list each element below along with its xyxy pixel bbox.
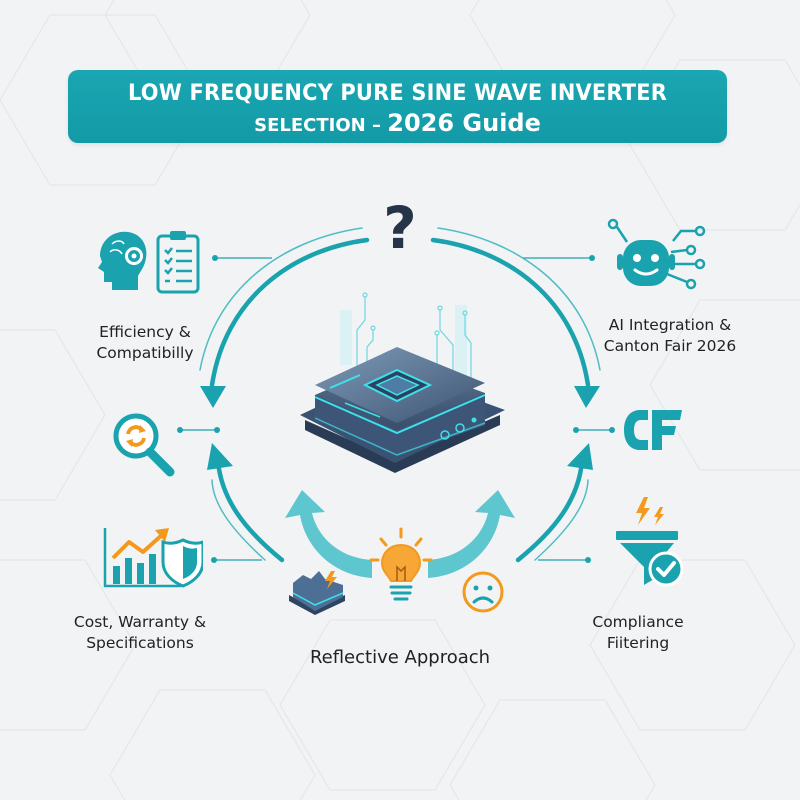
arrowhead-down-left [200, 386, 226, 408]
label-line: Compliance [592, 613, 684, 631]
inverter-device-icon [300, 292, 505, 473]
lightning-icon [636, 497, 664, 525]
node-label-ai: AI Integration & Canton Fair 2026 [590, 315, 750, 357]
head-gear-icon [98, 231, 147, 290]
arc-top-left [209, 237, 370, 388]
title-banner: LOW FREQUENCY PURE SINE WAVE INVERTER SE… [68, 70, 727, 143]
cf-logo-icon [624, 410, 682, 450]
robot-icon [607, 218, 706, 290]
node-label-cost: Cost, Warranty & Specifications [60, 612, 220, 654]
arrowhead-down-right [574, 386, 600, 408]
label-line: Compatibilly [96, 344, 194, 362]
label-line: Efficiency & [99, 323, 191, 341]
label-line: Canton Fair 2026 [603, 337, 737, 355]
title-line-2-suffix: 2026 Guide [387, 109, 541, 137]
checklist-icon [156, 231, 200, 294]
node-label-compliance: Compliance Fiitering [578, 612, 698, 654]
sad-face-icon [462, 571, 504, 613]
node-label-efficiency: Efficiency & Compatibilly [70, 322, 220, 364]
funnel-check-icon [616, 497, 684, 587]
label-line: AI Integration & [608, 316, 732, 334]
lightbulb-icon [369, 527, 433, 601]
label-line: Cost, Warranty & [73, 613, 207, 631]
broken-device-icon [289, 571, 345, 615]
label-line: Fiitering [606, 634, 670, 652]
arc-bottom-left [215, 459, 285, 563]
reflective-arrows [285, 490, 515, 578]
label-line: Specifications [86, 634, 194, 652]
arc-top-right [430, 237, 591, 388]
title-line-2: SELECTION – 2026 Guide [68, 109, 727, 137]
question-mark: ? [383, 194, 417, 262]
magnifier-refresh-icon [113, 413, 175, 477]
title-line-2-prefix: SELECTION – [254, 115, 388, 136]
reflective-approach-label: Reflective Approach [309, 647, 491, 668]
efficiency-icons [98, 231, 200, 294]
shield-icon [161, 538, 203, 588]
arrowhead-up-left [207, 443, 233, 470]
arc-bottom-right [515, 459, 585, 563]
growth-chart-icon [103, 528, 203, 588]
title-line-1: LOW FREQUENCY PURE SINE WAVE INVERTER [127, 80, 667, 106]
arrowhead-up-right [567, 443, 593, 470]
